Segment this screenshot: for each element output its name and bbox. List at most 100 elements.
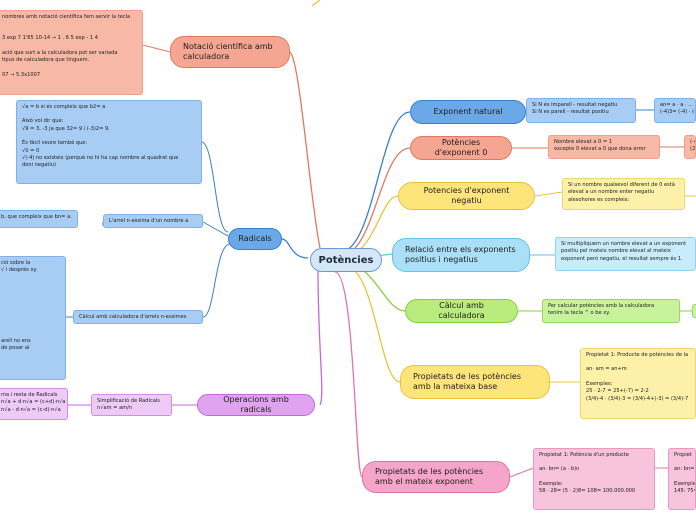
note-line: Si N es parell - resultat positiu — [532, 109, 609, 116]
note-line: excepte 0 elevat a 0 que dona error — [554, 146, 646, 153]
note-line: an· bn= (a · b)n — [539, 466, 580, 473]
note-line — [2, 65, 137, 72]
note-line: √9 = 3, -3 ja que 32= 9 i (-3)2= 9. — [22, 125, 110, 132]
note-calculadora-1[interactable]: Per calcular potències amb la calculador… — [542, 299, 680, 323]
note-line — [1, 310, 60, 317]
note-line: Per calcular potències amb la calculador… — [548, 303, 655, 309]
note-line: √0 = 0 — [22, 147, 40, 154]
note-line: Propietat 1: Potència d'un producte — [539, 452, 629, 458]
topic-label: Relació entre els exponents positius i n… — [405, 245, 516, 264]
note-line — [674, 459, 690, 466]
note-mateixa-base-1[interactable]: Propietat 1: Producte de potències de la… — [580, 348, 696, 419]
topic-label: Propietats de les potències amb el matei… — [375, 467, 484, 486]
note-line — [1, 317, 60, 324]
edge-radicals — [281, 238, 309, 259]
note-line: alesohores es compleix: — [568, 196, 630, 203]
topic-radicals[interactable]: Radicals — [228, 228, 282, 250]
topic-label: Potències d'exponent 0 — [434, 138, 488, 157]
note-line: Exemple: — [674, 480, 696, 487]
note-line: an= a · a · ... · — [660, 102, 696, 108]
topic-notacio[interactable]: Notació científica amb calculadora — [170, 36, 290, 68]
note-line: Si multipliquem un nombre elevat a un ex… — [561, 241, 687, 247]
note-exponent-0-2[interactable]: (-4(2/ — [684, 135, 696, 159]
note-line — [1, 331, 60, 338]
topic-label: Potencies d'exponent negatiu — [423, 186, 510, 205]
note-mateix-exponent-2[interactable]: Propiet an: bn= ( Exemple:145: 75= ( — [668, 448, 696, 510]
note-line: És fàcil veure també que: — [22, 140, 88, 147]
note-notacio-1[interactable]: nombres amb notació científica fem servi… — [0, 10, 143, 95]
note-line: elevat a un nombre enter negatiu — [568, 189, 655, 196]
topic-operacions[interactable]: Operacions amb radicals — [197, 394, 315, 416]
note-exponent-natural-2[interactable]: an= a · a · ... ·(-4)3= (-4) · (-4 — [654, 98, 696, 123]
note-line: (3/4)-4 · (3/4)-3 = (3/4)-4+(-3) = (3/4)… — [586, 395, 689, 402]
note-line — [674, 474, 690, 481]
note-radicals-arrel[interactable]: L'arrel n-essima d'un nombre a — [103, 214, 203, 228]
topic-label: Exponent natural — [433, 107, 503, 116]
note-radicals-calculadora[interactable]: Càlcul amb calculadora d'arrels n-essime… — [73, 310, 203, 324]
note-line: Nombre elevat a 0 = 1 — [554, 139, 613, 145]
note-line: an: bn= ( — [674, 466, 696, 473]
note-radicals-arrel-detail[interactable]: b, que compleix que bn= a. — [0, 210, 78, 228]
topic-label: Operacions amb radicals — [223, 395, 289, 414]
topic-label: Propietats de les potències amb la matei… — [413, 372, 522, 391]
note-line — [586, 374, 690, 381]
note-line: Càlcul amb calculadora d'arrels n-essime… — [79, 314, 187, 320]
note-mateix-exponent-1[interactable]: Propietat 1: Potència d'un producte an· b… — [533, 448, 655, 510]
edge-exponent-natural — [339, 111, 411, 253]
note-line: doni negatiu) — [22, 162, 56, 169]
note-line — [1, 324, 60, 331]
topic-mateix-exponent[interactable]: Propietats de les potències amb el matei… — [362, 461, 510, 493]
topic-exponent-natural[interactable]: Exponent natural — [410, 100, 526, 124]
edge-operacions — [317, 269, 323, 406]
note-line: tenim la tecla ^ o be xy. — [548, 310, 611, 317]
note-line — [1, 275, 60, 282]
note-line: an· am = an+m — [586, 366, 627, 373]
note-line: tipus de calculadora que tinguem. — [2, 57, 90, 64]
note-line: n√a + d·n√a = (c+d)·n√a — [1, 399, 66, 406]
note-line: ma i resta de Radicals — [1, 392, 58, 398]
topic-exponent-0[interactable]: Potències d'exponent 0 — [410, 136, 512, 160]
note-line — [1, 296, 60, 303]
note-calculadora-2[interactable] — [692, 304, 696, 318]
note-relacio-1[interactable]: Si multipliquem un nombre elevat a un ex… — [555, 237, 696, 271]
note-line — [2, 28, 137, 35]
note-line — [2, 21, 137, 28]
note-line: √a = b si és compleix que b2= a — [22, 104, 106, 110]
note-line: Això vol dir que: — [22, 118, 64, 125]
note-line — [586, 359, 690, 366]
note-line: arell no ens — [1, 337, 31, 344]
note-line: √(-4) no existeix (perquè no hi ha cap n… — [22, 154, 179, 161]
note-radicals-definition[interactable]: √a = b si és compleix que b2= a Això vol … — [16, 100, 202, 184]
note-line — [539, 459, 649, 466]
note-exponent-negatiu-1[interactable]: Si un nombre qualsevol diferent de 0 est… — [562, 178, 685, 210]
note-line: de posar al — [1, 345, 30, 352]
note-line: Exemples: — [586, 380, 613, 387]
note-line — [539, 474, 649, 481]
note-line: 3 exp 7 1'65 10-14 → 1 . 6 5 exp - 1 4 — [2, 35, 98, 42]
note-line: Propiet — [674, 452, 692, 458]
note-line: 07 → 5.3x1007 — [2, 71, 41, 78]
edge-mateix-exponent — [334, 271, 363, 478]
topic-label: Notació científica amb calculadora — [183, 42, 273, 61]
note-line — [1, 303, 60, 310]
note-line: positiu pel mateix nombre elevat al mate… — [561, 248, 671, 255]
note-line: 145: 75= ( — [674, 488, 695, 495]
note-line: ció sobre la — [1, 260, 31, 266]
note-line: n√am = am/n — [97, 405, 133, 412]
central-topic[interactable]: Potències — [310, 248, 382, 272]
topic-exponent-negatiu[interactable]: Potencies d'exponent negatiu — [398, 182, 535, 210]
note-line: Si N és imparell - resultat negatiu — [532, 102, 618, 108]
topic-calculadora[interactable]: Càlcul amb calculadora — [405, 299, 518, 323]
note-line: L'arrel n-essima d'un nombre a — [109, 218, 189, 224]
topic-relacio[interactable]: Relació entre els exponents positius i n… — [392, 238, 530, 272]
note-line: nombres amb notació científica fem servi… — [2, 14, 131, 20]
topic-mateixa-base[interactable]: Propietats de les potències amb la matei… — [400, 365, 550, 399]
note-line — [2, 43, 137, 50]
note-line: b, que compleix que bn= a. — [1, 214, 72, 220]
note-line: √ i després xy. — [1, 267, 38, 274]
